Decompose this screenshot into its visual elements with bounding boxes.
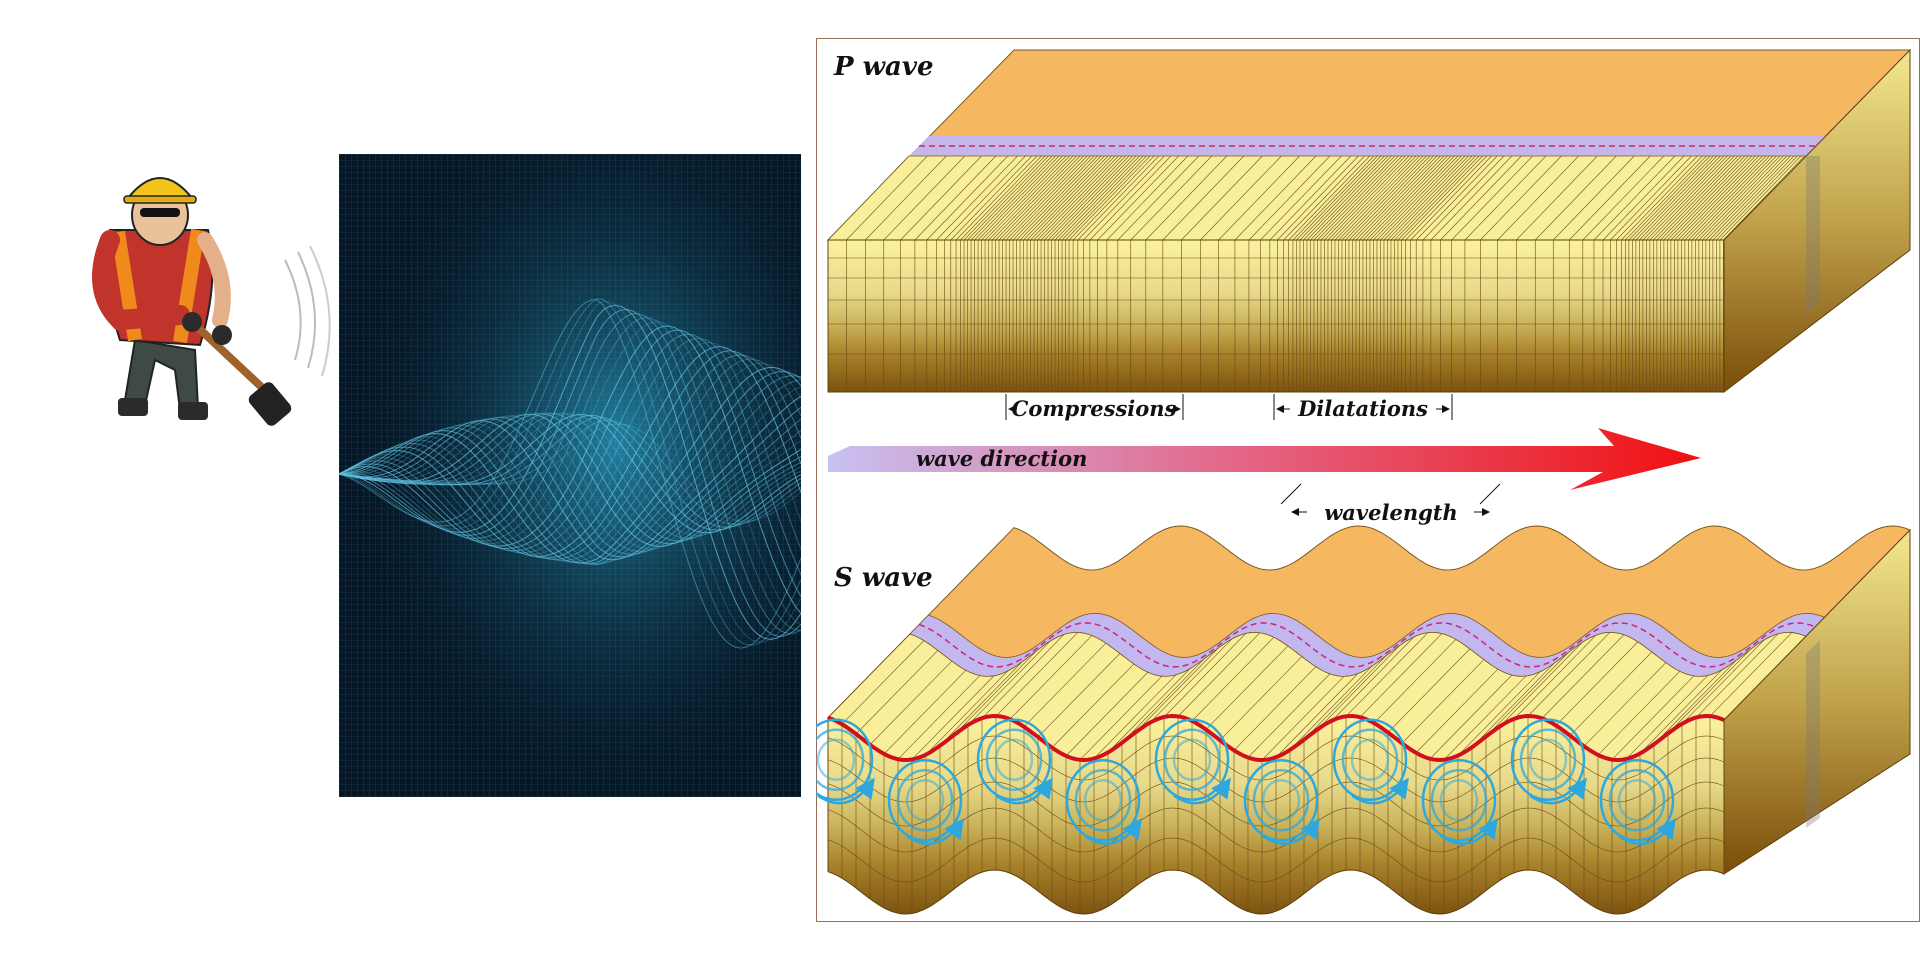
p-wave-title: P wave <box>833 52 933 82</box>
particle-motion-circle <box>1528 738 1568 781</box>
particle-motion-circle <box>816 738 856 781</box>
wave-direction-label: wave direction <box>916 446 1087 471</box>
particle-motion-circle <box>1430 769 1488 832</box>
wave-diagram: P wave Compressions Dilatations wave dir… <box>816 38 1920 922</box>
worker-with-sledgehammer-icon <box>92 177 331 426</box>
dilatations-label-group: Dilatations <box>1273 394 1453 421</box>
particle-motion-circle <box>816 718 874 801</box>
particle-motion-circle <box>1332 718 1408 801</box>
wavelength-label: wavelength <box>1324 500 1458 525</box>
particle-motion-arrow <box>995 777 1053 805</box>
p-wave-block <box>826 48 1912 394</box>
particle-motion-arrow <box>1262 818 1320 845</box>
particle-motion-circle <box>1243 759 1319 842</box>
particle-motion-arrow <box>906 818 964 845</box>
dilatations-label: Dilatations <box>1297 396 1428 421</box>
particle-motion-circle <box>1439 779 1479 822</box>
particle-motion-circle <box>1163 728 1221 791</box>
particle-motion-circle <box>905 779 945 822</box>
particle-motion-circle <box>1350 738 1390 781</box>
particle-motion-circle <box>1617 779 1657 822</box>
particle-motion-circle <box>1261 779 1301 822</box>
particle-motion-arrow <box>1173 777 1231 805</box>
particle-motion-circle <box>1065 759 1141 842</box>
particle-motion-arrow <box>1529 777 1587 805</box>
particle-motion-arrow <box>1440 818 1498 845</box>
wave-direction-arrow: wave direction <box>828 428 1701 490</box>
particle-motion-arrow <box>1351 777 1409 805</box>
particle-motion-circle <box>985 728 1043 791</box>
seismic-glow-waves-image <box>339 154 801 797</box>
particle-motion-circle <box>1154 718 1230 801</box>
particle-motion-arrow <box>817 777 875 805</box>
particle-motion-circle <box>1341 728 1399 791</box>
s-wave-block <box>816 525 1911 915</box>
particle-motion-circle <box>887 759 963 842</box>
particle-motion-circle <box>1252 769 1310 832</box>
particle-motion-circle <box>1510 718 1586 801</box>
particle-motion-circle <box>1599 759 1675 842</box>
wavelength-label-group: wavelength <box>1280 483 1501 525</box>
particle-motion-circle <box>1421 759 1497 842</box>
particle-motion-circle <box>896 769 954 832</box>
particle-motion-circle <box>976 718 1052 801</box>
particle-motion-arrow <box>1618 818 1676 845</box>
particle-motion-circle <box>1074 769 1132 832</box>
particle-motion-circle <box>1608 769 1666 832</box>
particle-motion-circle <box>994 738 1034 781</box>
compressions-label: Compressions <box>1012 396 1177 421</box>
s-wave-title: S wave <box>834 563 933 593</box>
particle-motion-circle <box>816 728 865 791</box>
particle-motion-circle <box>1519 728 1577 791</box>
particle-motion-arrow <box>1084 818 1142 845</box>
particle-motion-circle <box>1083 779 1123 822</box>
compressions-label-group: Compressions <box>1005 394 1184 421</box>
particle-motion-circle <box>1172 738 1212 781</box>
